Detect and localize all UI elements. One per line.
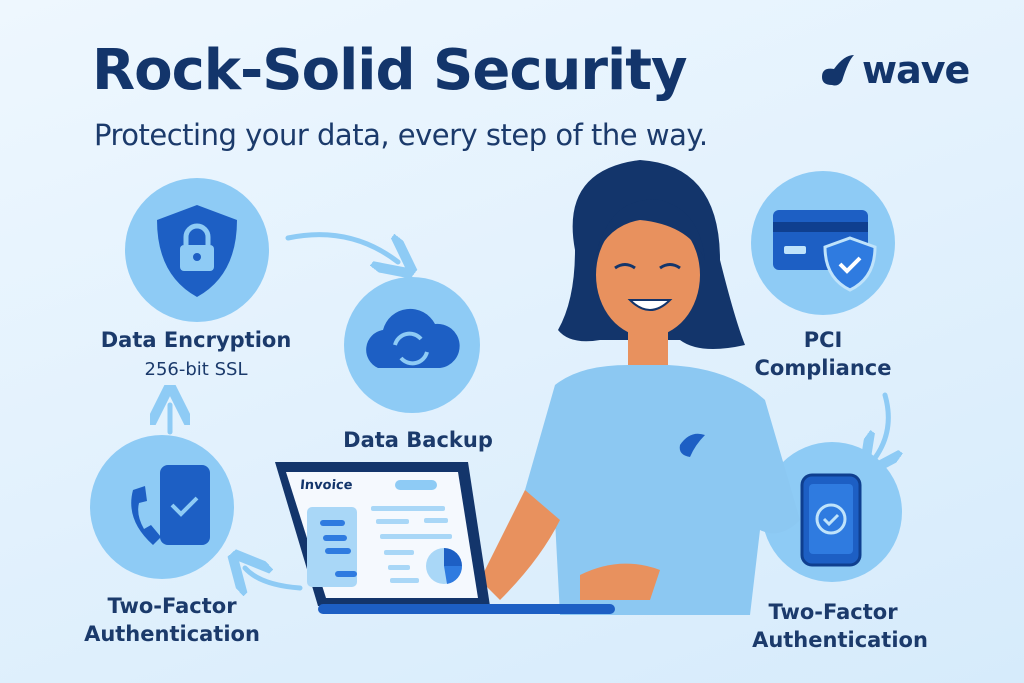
laptop-screen-title: Invoice	[299, 478, 354, 493]
page-title: Rock-Solid Security	[92, 38, 688, 103]
credit-card-shield-icon	[773, 210, 877, 292]
page-subtitle: Protecting your data, every step of the …	[94, 118, 708, 152]
feature-label-2fa-left-line2: Authentication	[84, 622, 260, 646]
mobile-check-icon	[800, 473, 862, 567]
wave-logo: wave	[818, 48, 970, 92]
feature-label-data-backup: Data Backup	[343, 428, 493, 452]
laptop	[275, 462, 615, 614]
cloud-sync-icon	[366, 308, 460, 368]
feature-label-pci-line1: PCI	[803, 328, 843, 352]
feature-label-2fa-right-line1: Two-Factor	[768, 600, 898, 624]
feature-label-data-encryption: Data Encryption	[100, 328, 292, 352]
feature-label-pci-line2: Compliance	[754, 356, 892, 380]
phone-check-icon	[131, 465, 210, 545]
shield-lock-icon	[157, 205, 237, 297]
feature-label-2fa-right-line2: Authentication	[752, 628, 928, 652]
logo-text: wave	[862, 48, 970, 92]
shirt-logo-icon	[679, 433, 705, 457]
feature-detail-ssl: 256-bit SSL	[144, 359, 248, 380]
person-illustration	[480, 160, 800, 615]
wave-logo-icon	[822, 55, 854, 86]
feature-label-2fa-left-line1: Two-Factor	[107, 594, 237, 618]
flow-arrows	[170, 232, 888, 588]
